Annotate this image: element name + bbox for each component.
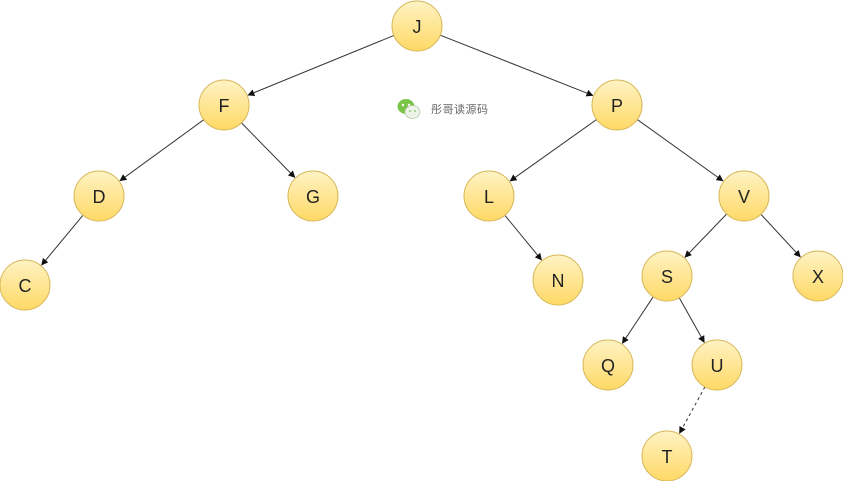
edge-f-g <box>241 122 296 178</box>
edge-j-p <box>440 34 594 97</box>
node-circle <box>463 170 515 222</box>
edge-v-x <box>760 214 801 258</box>
tree-node-c: C <box>0 259 51 311</box>
tree-node-g: G <box>287 170 339 222</box>
tree-node-q: Q <box>582 339 634 391</box>
node-label: T <box>662 447 673 467</box>
node-circle <box>591 79 643 131</box>
node-label: X <box>812 267 824 287</box>
watermark: 彤哥读源码 <box>397 97 489 121</box>
node-label: F <box>219 96 230 116</box>
node-label: S <box>661 267 673 287</box>
node-circle <box>198 79 250 131</box>
edge-v-s <box>684 213 728 258</box>
node-label: V <box>738 187 750 207</box>
tree-node-l: L <box>463 170 515 222</box>
node-circle <box>582 339 634 391</box>
edge-f-d <box>119 119 205 182</box>
node-circle <box>641 430 693 481</box>
tree-node-f: F <box>198 79 250 131</box>
node-label: D <box>93 187 106 207</box>
node-label: G <box>306 187 320 207</box>
edge-u-t <box>679 386 706 434</box>
watermark-text: 彤哥读源码 <box>431 103 489 116</box>
node-circle <box>532 254 584 306</box>
node-circle <box>0 259 51 311</box>
node-label: L <box>484 187 494 207</box>
edge-p-l <box>509 119 597 182</box>
edge-d-c <box>41 214 84 266</box>
tree-node-j: J <box>391 0 443 52</box>
node-circle <box>73 170 125 222</box>
node-label: U <box>711 356 724 376</box>
tree-node-t: T <box>641 430 693 481</box>
edge-p-v <box>637 119 724 182</box>
edge-l-n <box>504 215 542 261</box>
tree-node-u: U <box>691 339 743 391</box>
edge-s-q <box>621 296 654 344</box>
node-label: Q <box>601 356 615 376</box>
tree-node-s: S <box>641 250 693 302</box>
edge-s-u <box>678 297 705 343</box>
node-circle <box>391 0 443 52</box>
node-circle <box>641 250 693 302</box>
node-circle <box>792 250 843 302</box>
edges-layer <box>41 34 801 434</box>
node-label: J <box>413 17 422 37</box>
node-circle <box>691 339 743 391</box>
tree-node-p: P <box>591 79 643 131</box>
node-label: C <box>19 276 32 296</box>
tree-node-v: V <box>718 170 770 222</box>
edge-j-f <box>247 35 395 97</box>
tree-node-x: X <box>792 250 843 302</box>
node-label: P <box>611 96 623 116</box>
tree-node-d: D <box>73 170 125 222</box>
node-label: N <box>552 271 565 291</box>
node-circle <box>287 170 339 222</box>
node-circle <box>718 170 770 222</box>
wechat-icon <box>397 99 421 119</box>
tree-node-n: N <box>532 254 584 306</box>
